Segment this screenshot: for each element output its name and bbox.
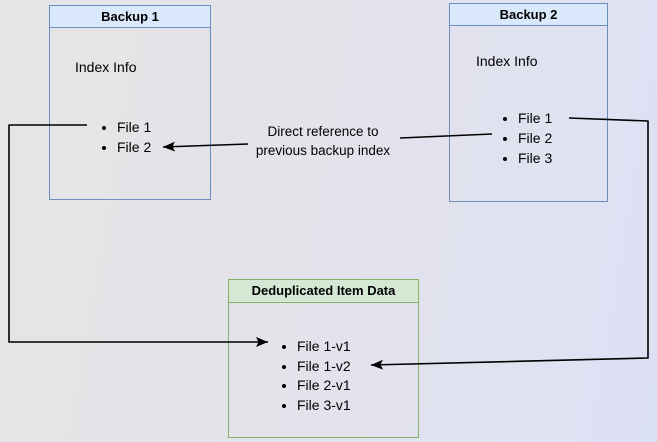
list-item: File 1 <box>518 108 552 128</box>
backup1-title: Backup 1 <box>50 6 210 28</box>
list-item: File 2 <box>117 137 151 157</box>
list-item: File 3 <box>518 148 552 168</box>
dedup-box: Deduplicated Item Data File 1-v1 File 1-… <box>228 279 419 438</box>
backup2-index-info-label: Index Info <box>476 53 538 69</box>
direct-reference-label: Direct reference to previous backup inde… <box>256 122 390 160</box>
backup1-box: Backup 1 Index Info File 1 File 2 <box>49 5 211 200</box>
direct-reference-label-line1: Direct reference to <box>267 124 379 139</box>
backup2-file-list: File 1 File 2 File 3 <box>450 108 552 168</box>
list-item: File 1-v1 <box>297 337 351 357</box>
list-item: File 2 <box>518 128 552 148</box>
dedup-file-list: File 1-v1 File 1-v2 File 2-v1 File 3-v1 <box>229 337 351 415</box>
backup1-index-info-label: Index Info <box>75 59 137 75</box>
direct-reference-label-line2: previous backup index <box>255 143 391 158</box>
backup1-file-list: File 1 File 2 <box>50 117 151 157</box>
list-item: File 3-v1 <box>297 396 351 416</box>
list-item: File 1-v2 <box>297 357 351 377</box>
backup2-title: Backup 2 <box>450 4 607 26</box>
list-item: File 2-v1 <box>297 376 351 396</box>
dedup-title: Deduplicated Item Data <box>229 280 418 303</box>
list-item: File 1 <box>117 117 151 137</box>
backup2-box: Backup 2 Index Info File 1 File 2 File 3 <box>449 3 608 202</box>
